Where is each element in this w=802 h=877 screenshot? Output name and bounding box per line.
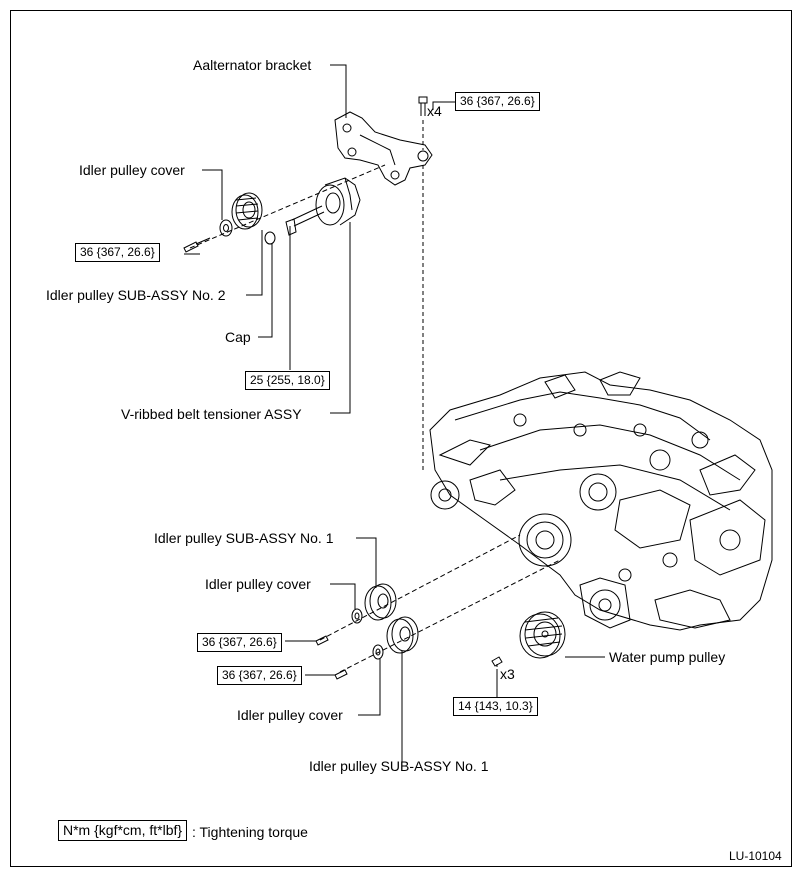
torque-tensioner-bolt: 25 {255, 18.0} <box>245 371 330 390</box>
label-idler-pulley-cover-low: Idler pulley cover <box>237 707 343 723</box>
idler-top-bolt-part <box>183 237 211 253</box>
idler-mid-bolt-part <box>315 635 329 646</box>
quantity-x4: x4 <box>427 103 442 119</box>
torque-water-pump-bolt: 14 {143, 10.3} <box>453 697 538 716</box>
legend-unit-box: N*m {kgf*cm, ft*lbf} <box>58 820 188 841</box>
tensioner-bolt-part <box>285 205 325 236</box>
leader-lines <box>184 64 605 763</box>
idler-pulley-no1-lower-part <box>386 616 419 654</box>
cap-part <box>264 231 276 245</box>
water-pump-pulley-part <box>519 611 566 659</box>
label-idler-pulley-cover-mid: Idler pulley cover <box>205 576 311 592</box>
engine-block <box>429 371 773 631</box>
figure-id: LU-10104 <box>729 849 782 863</box>
idler-pulley-no1-upper-part <box>364 583 397 621</box>
torque-idler-top-bolt: 36 {367, 26.6} <box>75 243 160 262</box>
torque-idler-low-bolt: 36 {367, 26.6} <box>217 666 302 685</box>
label-idler-pulley-no1-lower: Idler pulley SUB-ASSY No. 1 <box>309 758 489 774</box>
lower-assembly-axis-1 <box>319 534 521 641</box>
water-pump-bolt-part <box>491 656 503 672</box>
tensioner-assy-part <box>315 177 361 226</box>
idler-low-bolt-part <box>334 669 348 680</box>
diagram-frame <box>10 10 792 867</box>
legend-description: : Tightening torque <box>192 824 308 840</box>
label-idler-pulley-no2: Idler pulley SUB-ASSY No. 2 <box>46 287 226 303</box>
label-cap: Cap <box>225 329 251 345</box>
lower-assembly-axis-2 <box>339 559 561 673</box>
torque-bracket-bolt: 36 {367, 26.6} <box>455 92 540 111</box>
torque-idler-mid-bolt: 36 {367, 26.6} <box>197 633 282 652</box>
idler-pulley-cover-mid-part <box>351 608 363 624</box>
upper-assembly-axis <box>189 164 386 249</box>
label-idler-pulley-cover-top: Idler pulley cover <box>79 162 185 178</box>
label-alternator-bracket: Aalternator bracket <box>193 57 312 73</box>
alternator-bracket-part <box>334 111 433 186</box>
idler-pulley-cover-low-part <box>372 644 384 660</box>
label-water-pump-pulley: Water pump pulley <box>609 649 726 665</box>
label-tensioner-assy: V-ribbed belt tensioner ASSY <box>121 406 302 422</box>
label-idler-pulley-no1-upper: Idler pulley SUB-ASSY No. 1 <box>154 530 334 546</box>
bracket-bolt-part <box>418 96 428 116</box>
idler-pulley-cover-top-part <box>219 219 233 237</box>
quantity-x3: x3 <box>500 666 515 682</box>
idler-pulley-no2-part <box>231 192 263 230</box>
